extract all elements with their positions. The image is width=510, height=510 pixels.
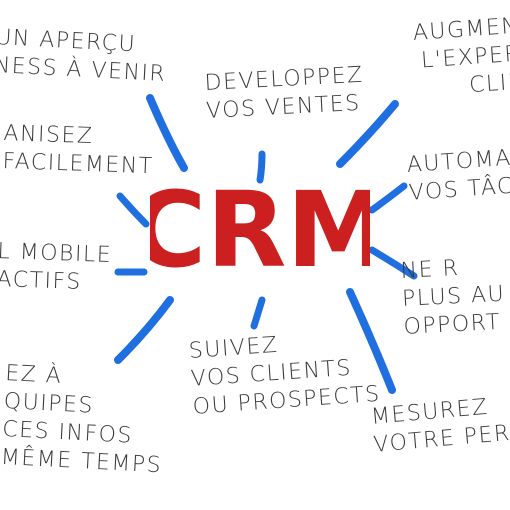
rays-group [114,94,418,394]
note-top-left: UN APERÇU NESS À VENIR [0,24,167,87]
ray-right-1 [368,182,408,214]
note-top-right: AUGMEN L'EXPER CLIE [412,13,510,99]
ray-bottom-center [250,296,266,330]
ray-top-center [256,150,266,184]
crm-title: CRM [150,169,370,288]
note-bottom-center: SUIVEZ VOS CLIENTS OU PROSPECTS [188,332,382,420]
note-right-2: NE R PLUS AU OPPORT [400,255,506,340]
ray-bottom-left [114,296,174,364]
note-left-1: ANISEZ FACILEMENT [2,120,154,180]
note-right-1: AUTOMA VOS TÂC [406,145,510,206]
note-left-2: L MOBILE ACTIFS [0,238,113,295]
ray-bottom-right [346,288,396,394]
note-bottom-left: EZ À QUIPES CES INFOS MÊME TEMPS [0,360,163,479]
crm-title-text: CRM [150,169,370,288]
note-top-center: DEVELOPPEZ VOS VENTES [204,62,365,124]
ray-right-2 [368,246,418,280]
ray-top-right [336,100,399,168]
ray-top-left [146,94,188,172]
ray-left-1 [116,192,150,228]
